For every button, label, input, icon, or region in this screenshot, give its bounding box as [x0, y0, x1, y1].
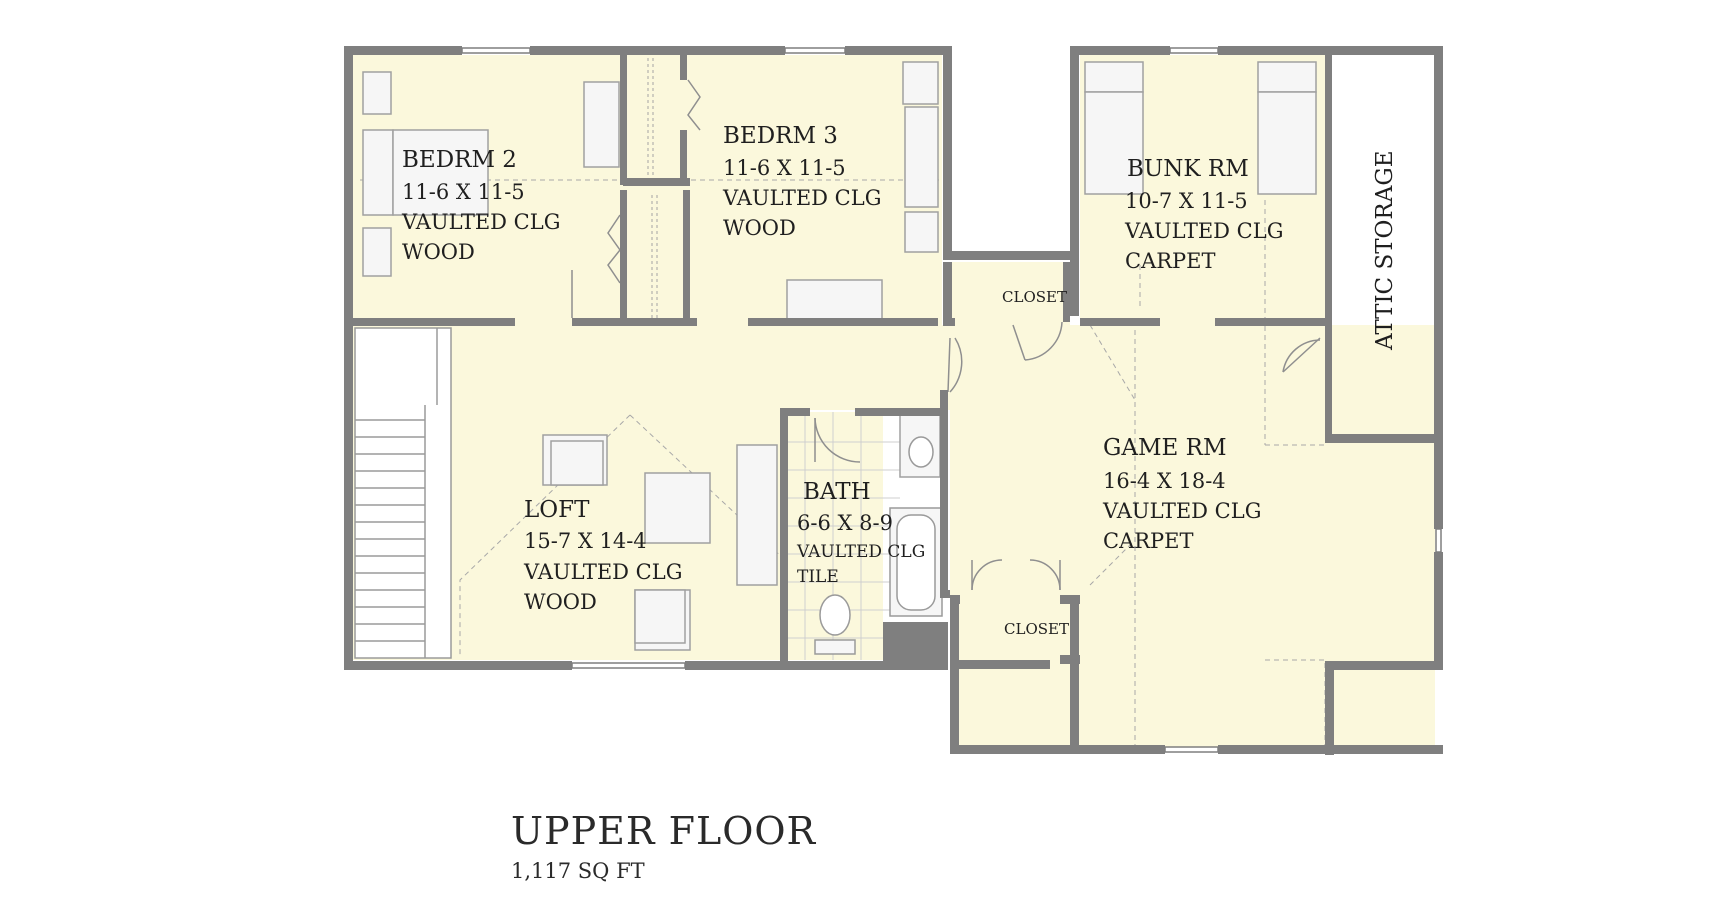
- attic-name: ATTIC STORAGE: [1372, 151, 1398, 352]
- game-name: GAME RM: [1103, 435, 1227, 461]
- bunk-floor: CARPET: [1125, 249, 1216, 273]
- bunk-size: 10-7 X 11-5: [1125, 189, 1248, 213]
- bedrm3-name: BEDRM 3: [723, 123, 838, 149]
- bath-ceiling: VAULTED CLG: [796, 542, 925, 562]
- bedrm3-floor: WOOD: [723, 216, 796, 240]
- label-loft: LOFT 15-7 X 14-4 VAULTED CLG WOOD: [523, 497, 682, 614]
- bath-floor: TILE: [797, 567, 839, 587]
- plan-area: 1,117 SQ FT: [511, 859, 645, 883]
- game-size: 16-4 X 18-4: [1103, 469, 1226, 493]
- label-bedrm2: BEDRM 2 11-6 X 11-5 VAULTED CLG WOOD: [401, 147, 560, 264]
- loft-size: 15-7 X 14-4: [524, 529, 647, 553]
- bedrm2-floor: WOOD: [402, 240, 475, 264]
- stairs: [354, 327, 452, 659]
- label-game: GAME RM 16-4 X 18-4 VAULTED CLG CARPET: [1102, 435, 1261, 553]
- bath-name: BATH: [803, 479, 871, 505]
- floor-closet-upper: [950, 262, 1070, 330]
- closet-lower-label: CLOSET: [1004, 620, 1069, 638]
- furniture: [362, 61, 1317, 651]
- loft-floor: WOOD: [524, 590, 597, 614]
- vault-lines: [360, 179, 1326, 745]
- label-bath: BATH 6-6 X 8-9 VAULTED CLG TILE: [796, 479, 925, 587]
- game-ceiling: VAULTED CLG: [1102, 499, 1261, 523]
- plan-title: UPPER FLOOR: [511, 809, 816, 853]
- loft-ceiling: VAULTED CLG: [523, 560, 682, 584]
- bedrm2-name: BEDRM 2: [402, 147, 517, 173]
- windows: [461, 47, 1442, 753]
- bedrm2-size: 11-6 X 11-5: [402, 180, 525, 204]
- bedrm3-size: 11-6 X 11-5: [723, 156, 846, 180]
- walls: [344, 46, 1443, 755]
- closet-upper-label: CLOSET: [1002, 288, 1067, 306]
- bath-size: 6-6 X 8-9: [797, 511, 893, 535]
- closet-rods: [647, 58, 658, 318]
- label-bedrm3: BEDRM 3 11-6 X 11-5 VAULTED CLG WOOD: [722, 123, 881, 240]
- label-attic: ATTIC STORAGE: [1372, 151, 1398, 352]
- bunk-name: BUNK RM: [1127, 156, 1249, 182]
- floor-game: [950, 325, 1435, 750]
- bedrm2-ceiling: VAULTED CLG: [401, 210, 560, 234]
- floor-bedrm3: [627, 55, 942, 325]
- floor-closet-lower: [950, 595, 1070, 665]
- bedrm3-ceiling: VAULTED CLG: [722, 186, 881, 210]
- bunk-ceiling: VAULTED CLG: [1124, 219, 1283, 243]
- door-swings: [571, 79, 1321, 591]
- loft-name: LOFT: [524, 497, 590, 523]
- bath-fixtures: [786, 411, 943, 660]
- game-floor: CARPET: [1103, 529, 1194, 553]
- label-bunk: BUNK RM 10-7 X 11-5 VAULTED CLG CARPET: [1124, 156, 1283, 273]
- floor-hall: [700, 325, 955, 410]
